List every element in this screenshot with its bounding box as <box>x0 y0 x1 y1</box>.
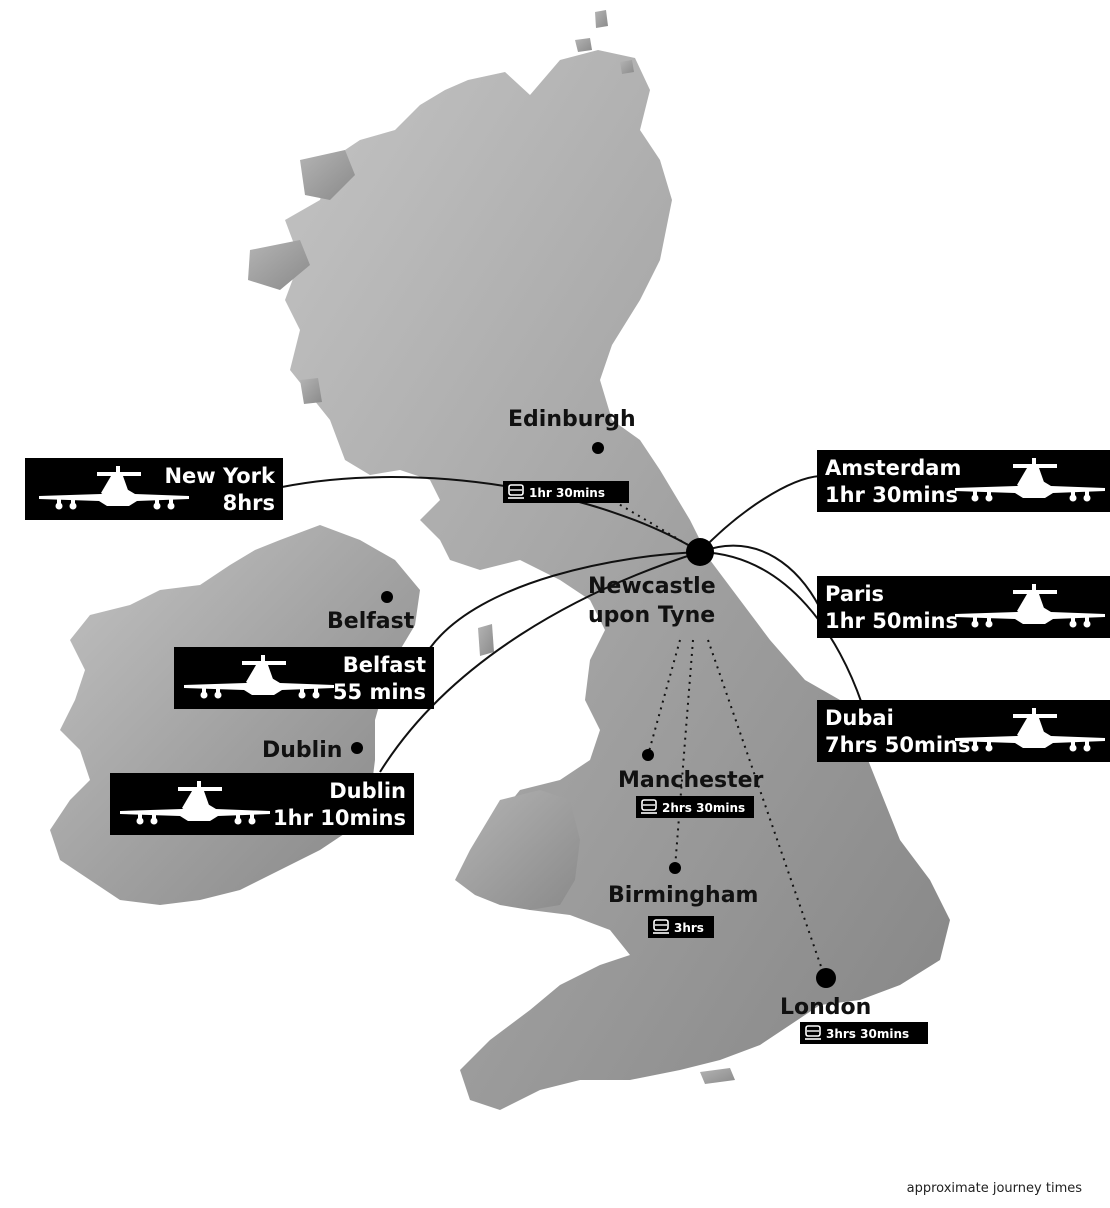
flight-city: Belfast <box>343 653 426 677</box>
flight-box-dublin: Dublin 1hr 10mins <box>110 773 414 835</box>
flight-box-dubai: Dubai 7hrs 50mins <box>817 700 1110 762</box>
route-belfast <box>429 551 701 649</box>
flight-time: 1hr 50mins <box>825 609 958 633</box>
city-label-belfast: Belfast <box>327 609 415 634</box>
flight-time: 1hr 30mins <box>825 483 958 507</box>
rail-edinburgh <box>611 499 701 553</box>
land-wales <box>455 790 580 910</box>
city-dot-edinburgh <box>592 442 604 454</box>
flight-box-belfast: Belfast 55 mins <box>174 647 434 709</box>
city-label-birmingham: Birmingham <box>608 883 758 908</box>
city-label-dublin: Dublin <box>262 738 342 763</box>
city-dot-manchester <box>642 749 654 761</box>
train-routes <box>611 499 826 979</box>
flight-time: 7hrs 50mins <box>825 733 970 757</box>
flight-city: Paris <box>825 582 884 606</box>
flight-box-amsterdam: Amsterdam 1hr 30mins <box>817 450 1110 512</box>
city-dot-dublin <box>351 742 363 754</box>
city-label-edinburgh: Edinburgh <box>508 407 636 432</box>
train-badge-edinburgh: 1hr 30mins <box>503 481 629 503</box>
rail-birmingham <box>674 639 694 869</box>
city-dot-belfast <box>381 591 393 603</box>
flight-box-paris: Paris 1hr 50mins <box>817 576 1110 638</box>
flight-time: 8hrs <box>223 491 275 515</box>
flight-time: 1hr 10mins <box>273 806 406 830</box>
city-dot-birmingham <box>669 862 681 874</box>
route-paris <box>699 544 821 609</box>
footnote: approximate journey times <box>906 1181 1082 1196</box>
flight-city: New York <box>164 464 276 488</box>
hub-label-line1: Newcastle <box>588 574 716 599</box>
rail-manchester <box>647 639 681 756</box>
hub-dot <box>686 538 714 566</box>
train-badge-london: 3hrs 30mins <box>800 1022 928 1044</box>
train-badge-manchester: 2hrs 30mins <box>636 796 754 818</box>
train-badge-birmingham: 3hrs <box>648 916 714 938</box>
city-label-manchester: Manchester <box>618 768 764 793</box>
flight-city: Dublin <box>329 779 406 803</box>
route-amsterdam <box>699 475 821 553</box>
train-time: 1hr 30mins <box>529 486 605 500</box>
city-label-london: London <box>780 995 871 1020</box>
flight-city: Amsterdam <box>825 456 961 480</box>
city-dot-london <box>816 968 836 988</box>
route-dublin <box>379 551 701 773</box>
train-time: 3hrs 30mins <box>826 1027 909 1041</box>
flight-box-new-york: New York 8hrs <box>25 458 283 520</box>
train-time: 2hrs 30mins <box>662 801 745 815</box>
train-time: 3hrs <box>674 921 704 935</box>
flight-time: 55 mins <box>333 680 426 704</box>
land-great-britain <box>248 10 950 1110</box>
land-ireland <box>50 525 420 905</box>
hub-label-line2: upon Tyne <box>588 603 715 628</box>
route-dubai <box>699 551 863 705</box>
flight-city: Dubai <box>825 706 894 730</box>
